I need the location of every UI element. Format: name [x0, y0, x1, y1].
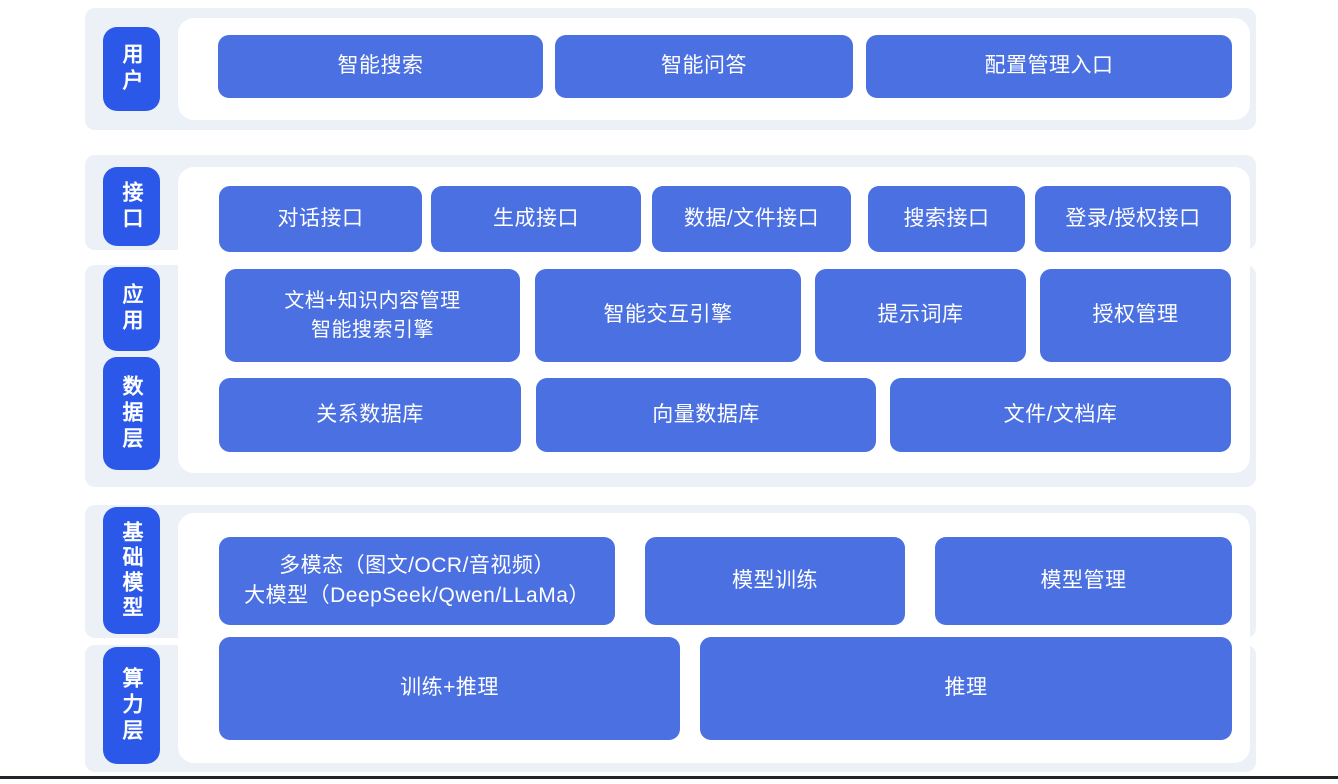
dialog-api-button: 对话接口 [219, 186, 422, 252]
config-management-entry-button: 配置管理入口 [866, 35, 1232, 98]
relational-db-button: 关系数据库 [219, 378, 521, 452]
smart-qa-button: 智能问答 [555, 35, 853, 98]
rail-label-foundation-model: 基础模型 [103, 507, 160, 634]
data-file-api-button: 数据/文件接口 [652, 186, 851, 252]
search-api-button: 搜索接口 [868, 186, 1025, 252]
rail-label-user: 用户 [103, 27, 160, 111]
multimodal-llm-button: 多模态（图文/OCR/音视频） 大模型（DeepSeek/Qwen/LLaMa） [219, 537, 615, 625]
rail-label-interface: 接口 [103, 167, 160, 246]
model-management-button: 模型管理 [935, 537, 1232, 625]
login-auth-api-button: 登录/授权接口 [1035, 186, 1231, 252]
vector-db-button: 向量数据库 [536, 378, 876, 452]
bottom-divider-line [0, 776, 1338, 779]
training-plus-inference-button: 训练+推理 [219, 637, 680, 740]
auth-management-button: 授权管理 [1040, 269, 1231, 362]
smart-search-button: 智能搜索 [218, 35, 543, 98]
inference-button: 推理 [700, 637, 1232, 740]
rail-label-application: 应用 [103, 267, 160, 351]
model-training-button: 模型训练 [645, 537, 905, 625]
file-document-store-button: 文件/文档库 [890, 378, 1231, 452]
rail-label-compute-layer: 算力层 [103, 647, 160, 764]
doc-knowledge-search-engine-button: 文档+知识内容管理 智能搜索引擎 [225, 269, 520, 362]
generation-api-button: 生成接口 [431, 186, 641, 252]
smart-interaction-engine-button: 智能交互引擎 [535, 269, 801, 362]
prompt-library-button: 提示词库 [815, 269, 1026, 362]
rail-label-data-layer: 数据层 [103, 357, 160, 470]
